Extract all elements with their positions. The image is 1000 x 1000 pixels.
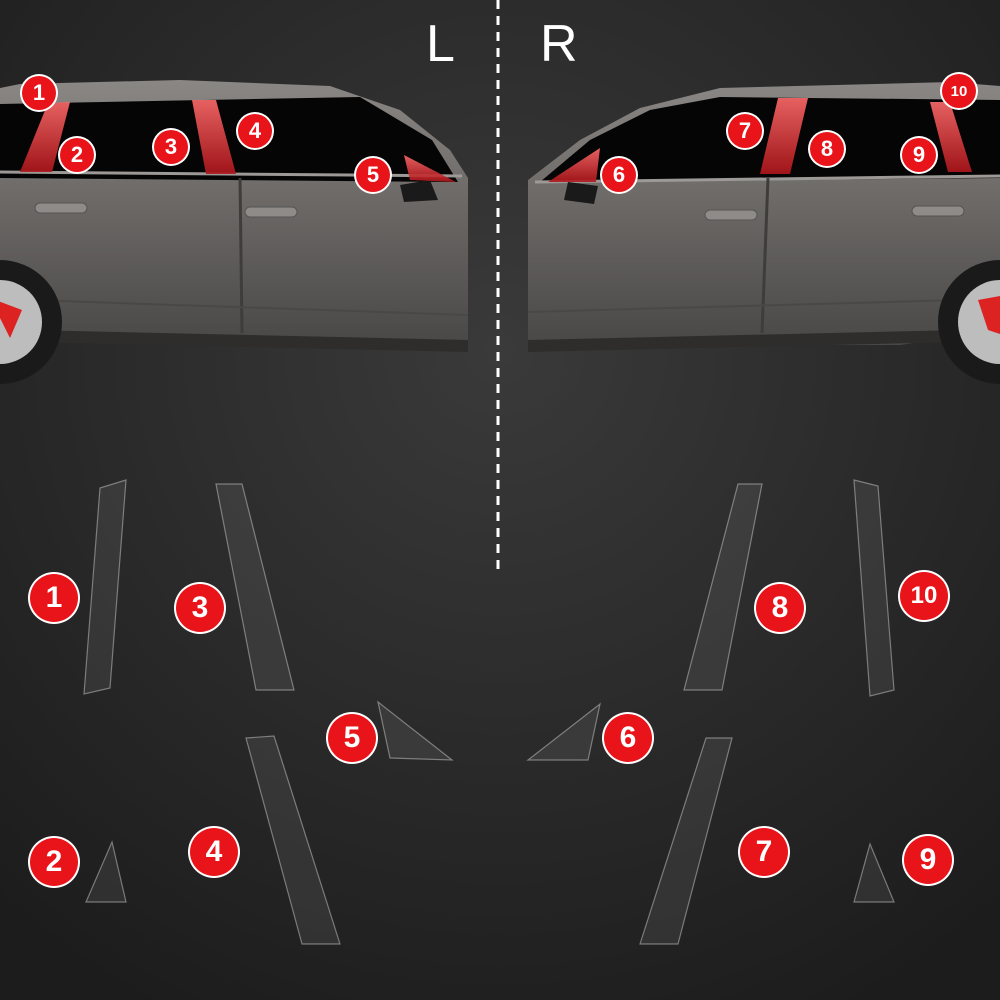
film-piece-6 [526,702,601,761]
car-badge-9: 9 [902,138,936,172]
piece-badge-5: 5 [328,714,376,762]
right-car-brake-caliper [978,296,1000,334]
left-car-rear-handle [244,206,298,218]
left-car-brake-caliper [0,301,22,338]
right-pillar-highlight-9-10 [930,102,972,172]
right-side-label: R [540,15,578,73]
car-badge-2: 2 [60,138,94,172]
left-car-sill-line [29,299,469,316]
piece-badge-4: 4 [190,828,238,876]
piece-badge-10: 10 [900,572,948,620]
right-car-front-handle [704,209,758,221]
piece-badge-1: 1 [30,574,78,622]
right-car-sill-line [527,299,961,313]
car-badge-6: 6 [602,158,636,192]
film-piece-1 [83,479,127,695]
piece-badge-3: 3 [176,584,224,632]
left-car-front-handle [34,202,88,214]
car-badge-3: 3 [154,130,188,164]
film-piece-7 [639,737,733,945]
car-badge-1: 1 [22,76,56,110]
right-pillar-highlight-6 [548,148,600,182]
car-badge-5: 5 [356,158,390,192]
left-car-skirt [30,330,468,352]
piece-badge-7: 7 [740,828,788,876]
film-pieces [83,479,895,945]
film-piece-5 [377,700,454,761]
right-car-skirt [528,330,960,352]
right-pillar-highlight-7-8 [760,98,808,174]
left-pillar-highlight-4 [192,100,236,174]
left-car-door-seam [238,177,244,334]
right-car-door-seam [760,177,770,334]
film-piece-3 [215,483,295,691]
car-badge-7: 7 [728,114,762,148]
left-car [0,80,469,384]
left-car-mirror [400,180,438,202]
left-pillar-highlight-5 [404,155,456,182]
piece-badge-2: 2 [30,838,78,886]
piece-badge-6: 6 [604,714,652,762]
right-car-mirror [564,182,598,204]
piece-badge-8: 8 [756,584,804,632]
film-piece-4 [245,735,341,945]
film-piece-10 [853,479,895,697]
film-piece-2 [85,840,127,903]
car-badge-4: 4 [238,114,272,148]
left-pillar-highlight-1-2 [20,102,70,172]
left-side-label: L [426,15,455,73]
left-car-windows [0,97,458,182]
piece-badge-9: 9 [904,836,952,884]
car-badge-8: 8 [810,132,844,166]
film-piece-8 [683,483,763,691]
film-piece-9 [853,842,895,903]
left-car-rim [0,280,42,364]
car-badge-10: 10 [942,74,976,108]
right-car-rear-handle [911,205,965,217]
